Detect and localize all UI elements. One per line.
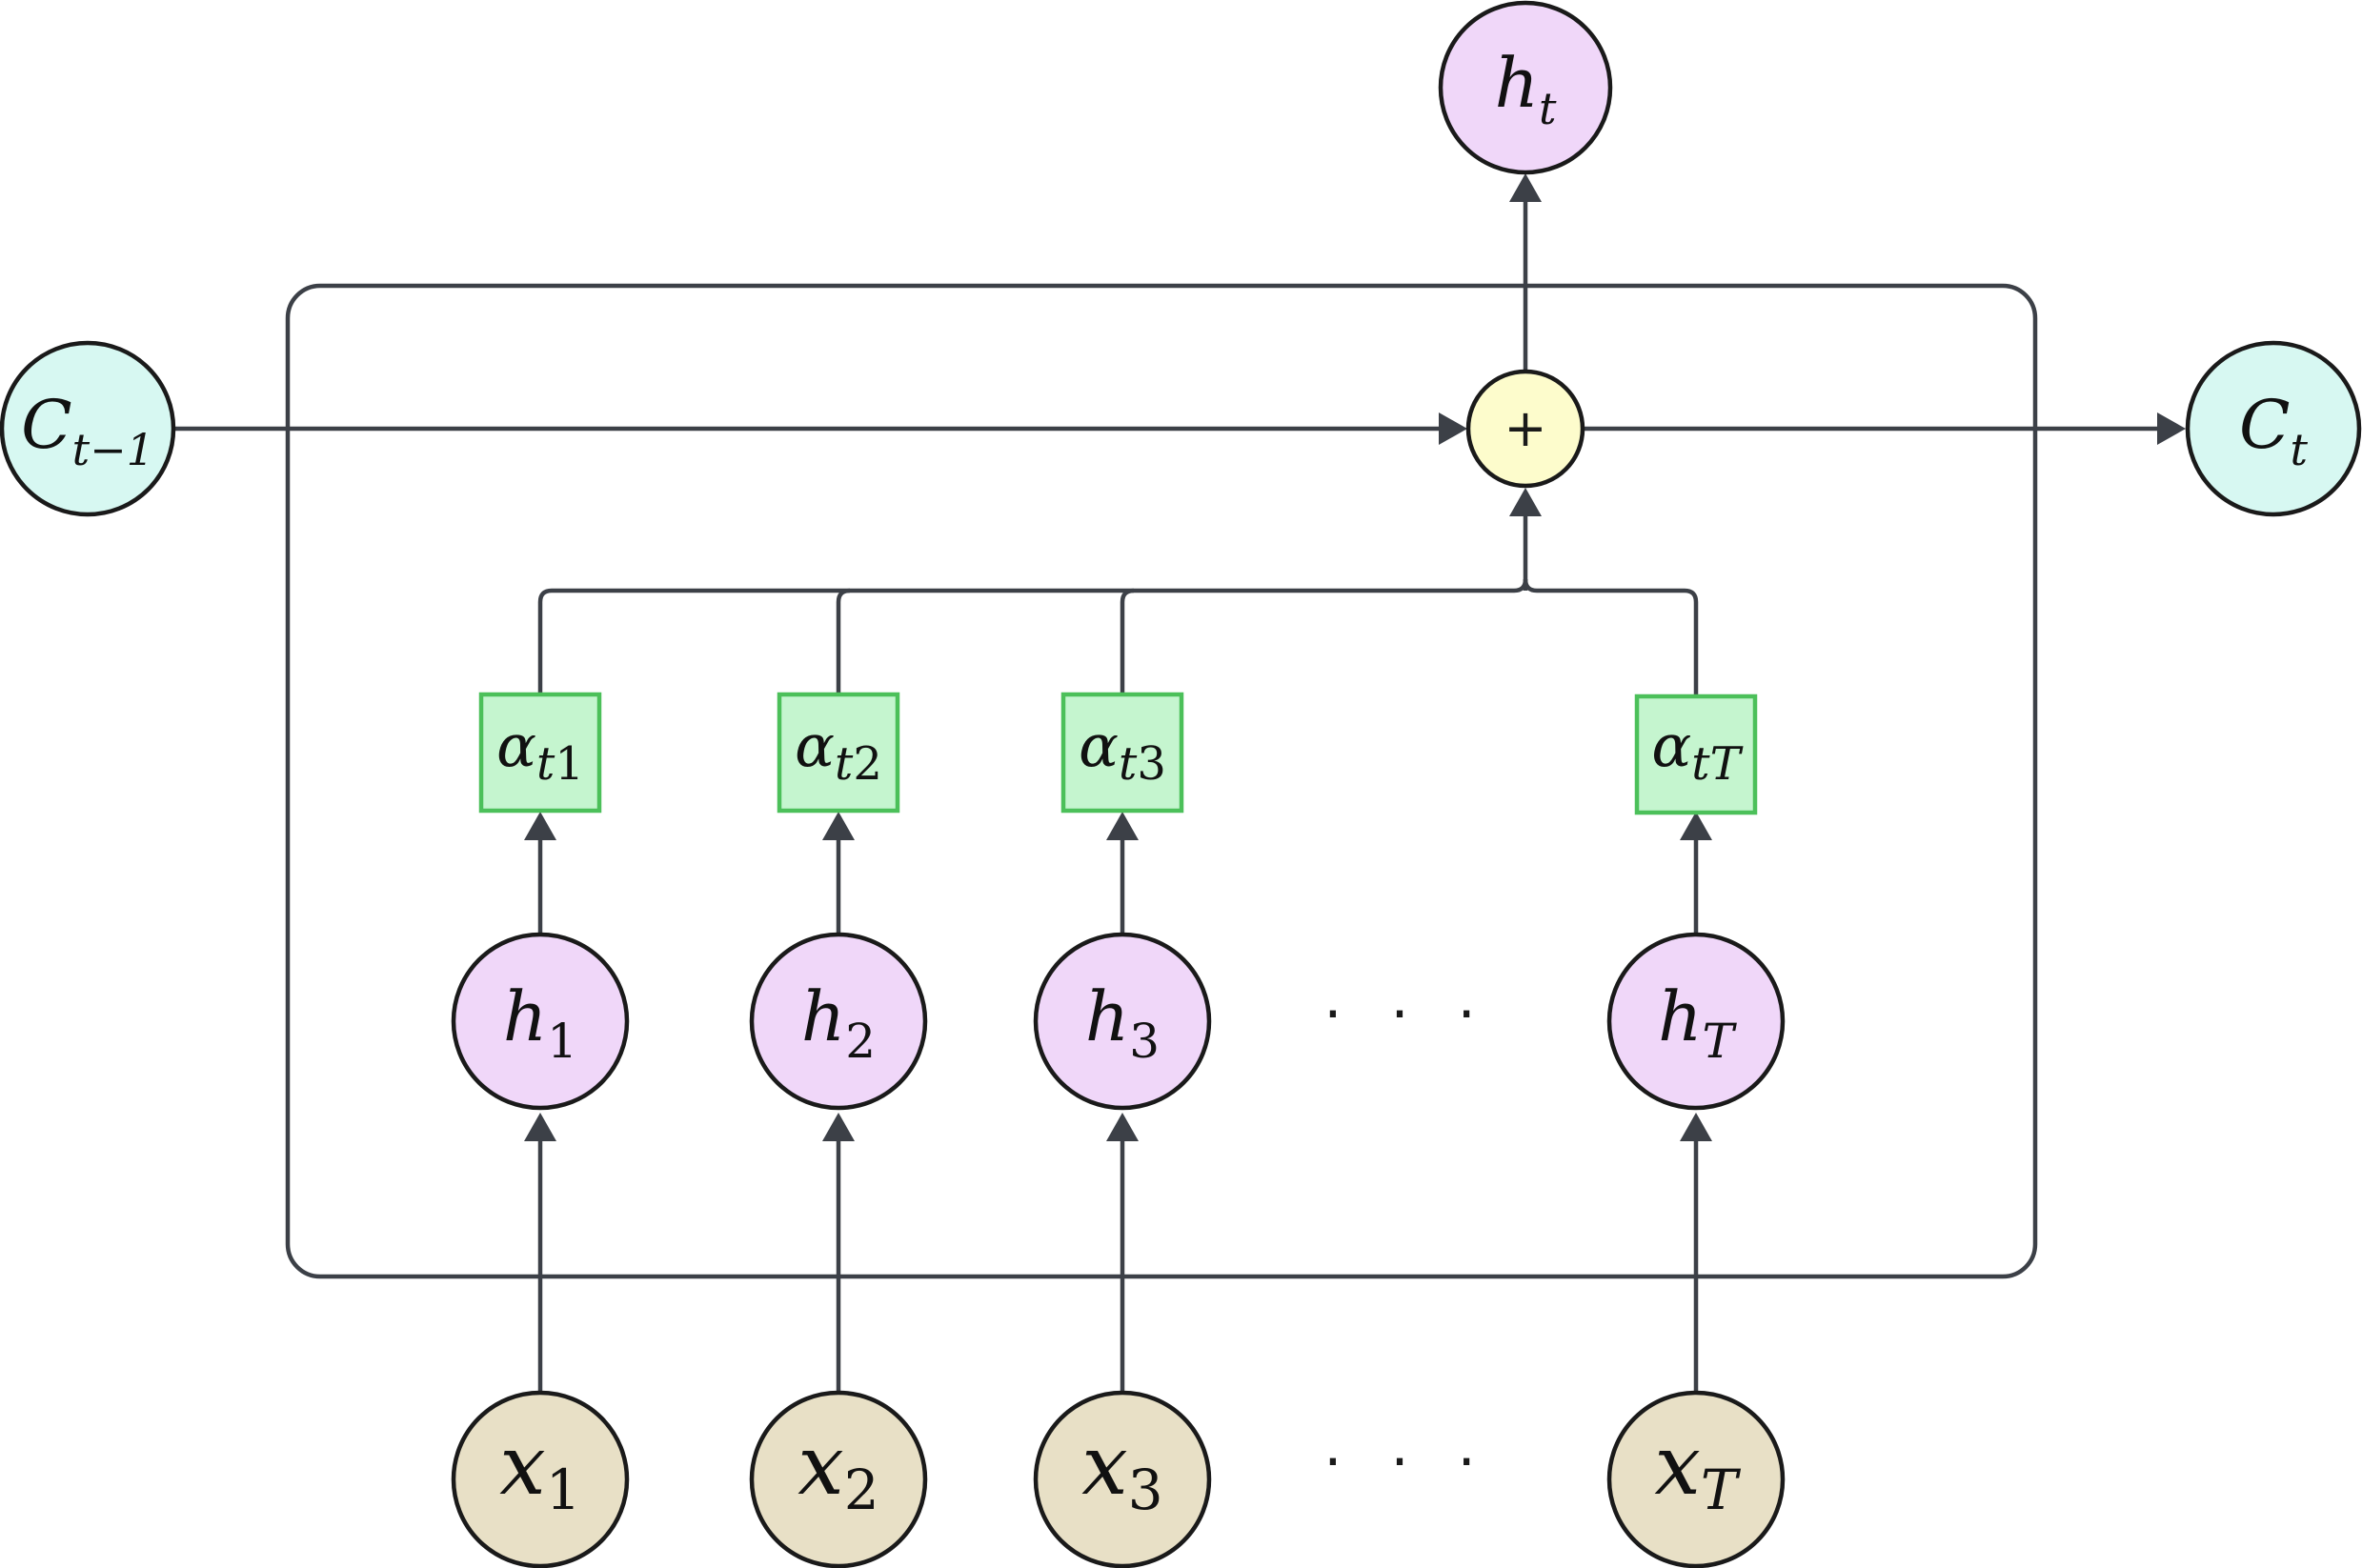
hidden-1-base: h (503, 976, 547, 1056)
weight-2-sub-plain: 2 (853, 737, 882, 791)
arrowhead-icon (822, 812, 855, 840)
output-base: h (1495, 43, 1539, 123)
arrowhead-icon (1439, 412, 1467, 445)
svg-text:x2: x2 (797, 1418, 878, 1522)
input-2-base: x (797, 1418, 844, 1514)
hidden-2-sub: 2 (845, 1014, 876, 1069)
weight-box-T: αtT (1634, 694, 1758, 815)
weight-box-3: αt3 (1060, 692, 1184, 814)
svg-text:αt2: αt2 (795, 711, 882, 791)
weight-T-sub-italic: tT (1691, 737, 1743, 791)
hidden-T-sub: T (1703, 1014, 1738, 1069)
edge-weight2-to-bus (836, 588, 851, 694)
svg-text:h1: h1 (503, 976, 577, 1069)
weight-1-sub-plain: 1 (555, 737, 584, 791)
hidden-node-1: h1 (451, 932, 630, 1111)
svg-text:ht: ht (1495, 43, 1557, 134)
edge-weightT-to-bus (1523, 578, 1699, 695)
weight-2-base: α (795, 711, 835, 780)
weight-T-base: α (1651, 711, 1691, 780)
hidden-3-base: h (1085, 976, 1129, 1056)
weight-3-sub-plain: 3 (1137, 737, 1166, 791)
weight-1-base: α (496, 711, 536, 780)
svg-text:x1: x1 (499, 1418, 580, 1522)
arrowhead-icon (1106, 812, 1139, 840)
input-ellipsis: · · · (1323, 1429, 1490, 1496)
input-3-base: x (1081, 1418, 1128, 1514)
hidden-3-sub: 3 (1129, 1014, 1160, 1069)
svg-text:h3: h3 (1085, 976, 1160, 1069)
weight-box-2: αt2 (777, 692, 900, 814)
weight-1-sub-italic: t (536, 737, 555, 791)
edge-weight1-to-bus (537, 578, 1528, 694)
attention-block-frame (285, 283, 2038, 1279)
weight-3-sub-italic: t (1119, 737, 1138, 791)
arrowhead-icon (1509, 173, 1542, 202)
svg-text:x3: x3 (1081, 1418, 1162, 1522)
hidden-ellipsis: · · · (1323, 981, 1490, 1048)
hidden-2-base: h (801, 976, 845, 1056)
svg-text:αtT: αtT (1651, 711, 1743, 791)
memory-next-base: C (2239, 386, 2291, 464)
arrowhead-icon (1680, 1113, 1712, 1141)
arrowhead-icon (822, 1113, 855, 1141)
hidden-node-T: hT (1606, 932, 1786, 1111)
memory-next-sub: t (2291, 424, 2309, 475)
svg-text:Ct−1: Ct−1 (21, 386, 154, 475)
svg-text:hT: hT (1658, 976, 1737, 1069)
input-3-sub: 3 (1128, 1457, 1163, 1522)
hidden-node-3: h3 (1033, 932, 1212, 1111)
input-2-sub: 2 (844, 1457, 879, 1522)
hidden-node-2: h2 (749, 932, 928, 1111)
weight-3-base: α (1079, 711, 1119, 780)
arrowhead-icon (1680, 812, 1712, 840)
svg-text:Ct: Ct (2239, 386, 2309, 475)
arrowhead-icon (524, 812, 556, 840)
svg-text:h2: h2 (801, 976, 876, 1069)
weight-box-1: αt1 (478, 692, 602, 814)
arrowhead-icon (1106, 1113, 1139, 1141)
input-T-sub: T (1701, 1457, 1742, 1522)
input-1-sub: 1 (546, 1457, 581, 1522)
memory-next-node: Ct (2185, 340, 2362, 517)
output-node: ht (1438, 0, 1613, 175)
hidden-T-base: h (1658, 976, 1702, 1056)
arrowhead-icon (524, 1113, 556, 1141)
svg-text:xT: xT (1654, 1418, 1742, 1522)
svg-text:αt3: αt3 (1079, 711, 1166, 791)
input-node-2: x2 (749, 1390, 928, 1568)
memory-prev-node: Ct−1 (0, 340, 176, 517)
input-1-base: x (499, 1418, 546, 1514)
edge-weight3-to-bus (1120, 588, 1135, 694)
output-sub: t (1539, 83, 1557, 134)
input-T-base: x (1654, 1418, 1701, 1514)
arrowhead-icon (2157, 412, 2186, 445)
plus-icon: + (1504, 398, 1546, 458)
memory-prev-base: C (21, 386, 72, 464)
input-node-3: x3 (1033, 1390, 1212, 1568)
hidden-1-sub: 1 (547, 1014, 577, 1069)
input-node-1: x1 (451, 1390, 630, 1568)
arrowhead-icon (1509, 488, 1542, 516)
svg-text:αt1: αt1 (496, 711, 584, 791)
weight-2-sub-italic: t (835, 737, 854, 791)
sum-node: + (1465, 369, 1585, 489)
input-node-T: xT (1606, 1390, 1786, 1568)
memory-prev-sub: t−1 (72, 424, 154, 475)
